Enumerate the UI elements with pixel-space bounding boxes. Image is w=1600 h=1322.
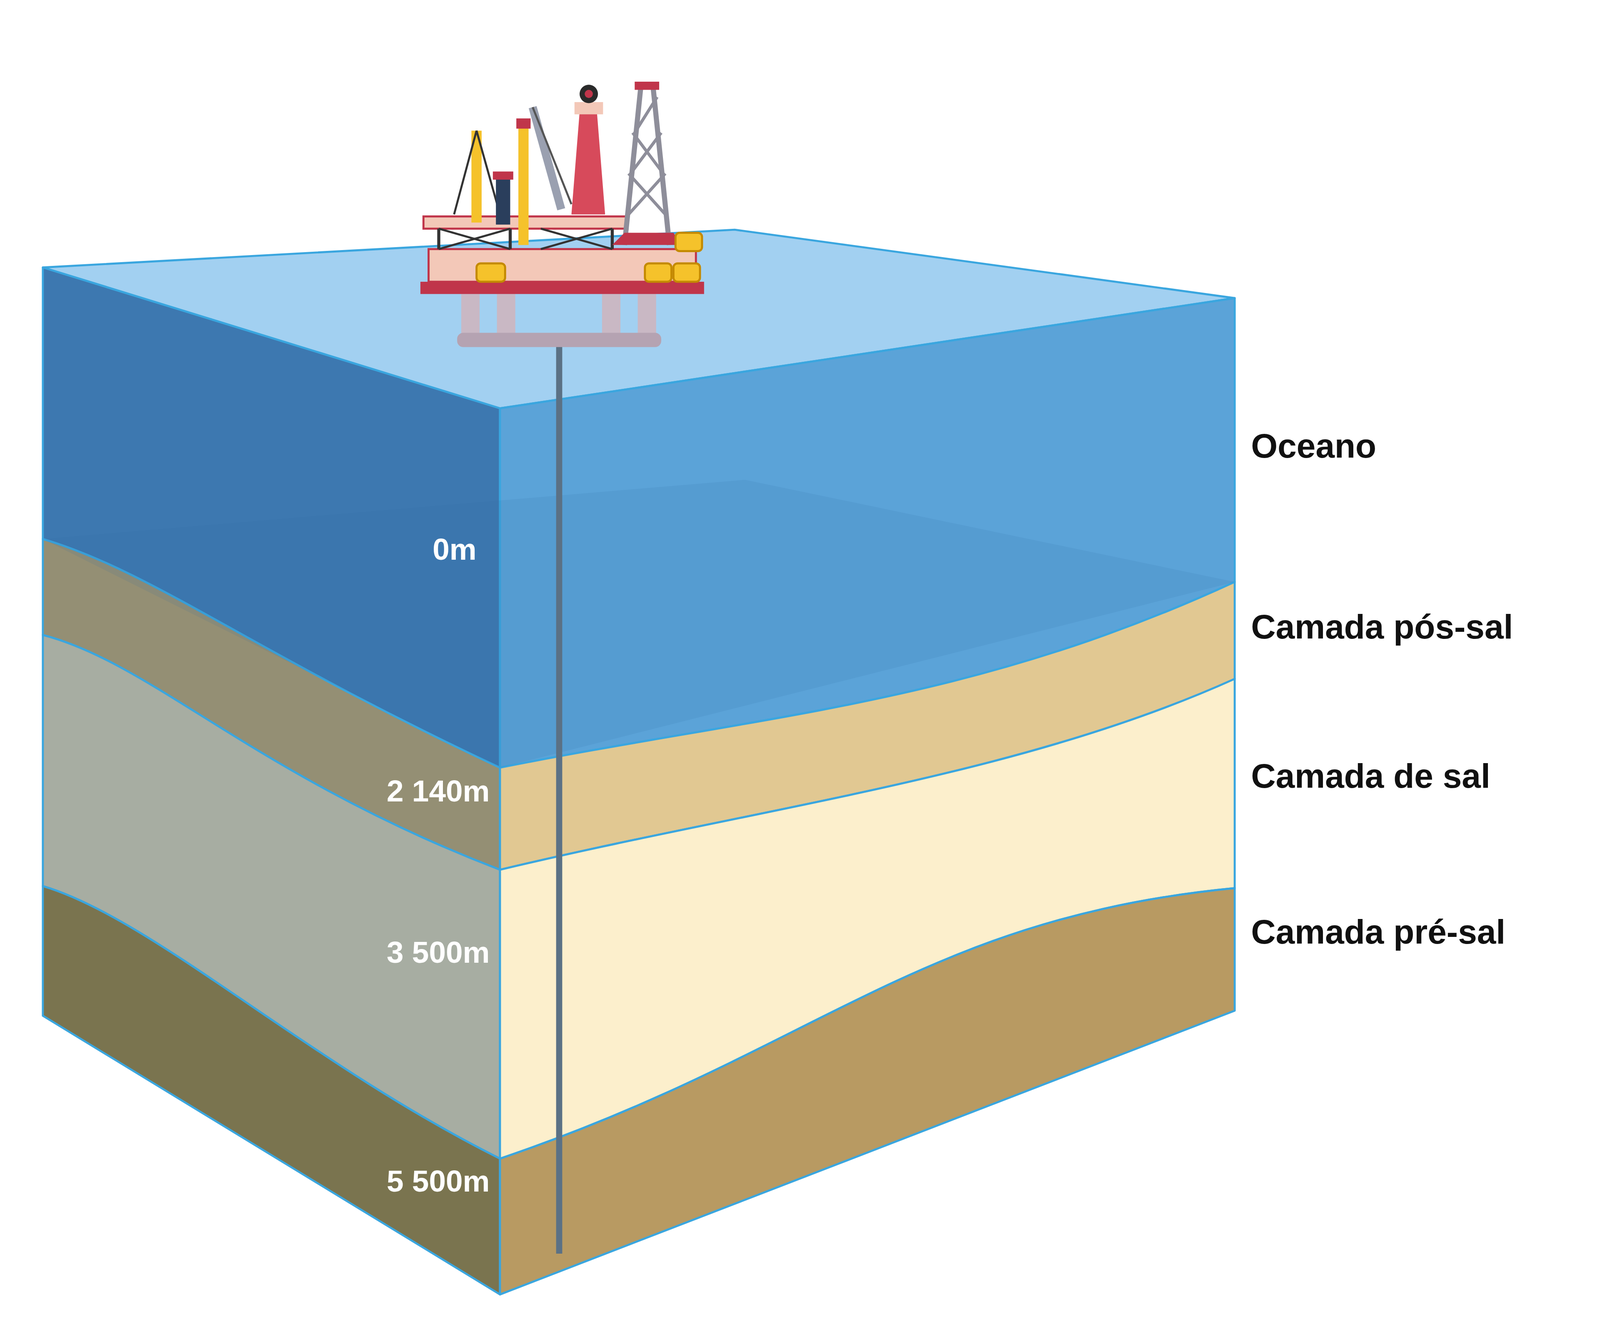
pre-salt-right-face [500, 887, 1235, 1295]
depth-label: 3 500m [386, 935, 490, 969]
layer-name: Camada pré-sal [1250, 912, 1506, 951]
layer-name: Camada pós-sal [1250, 607, 1513, 646]
oil-platform [420, 81, 705, 348]
pre-salt-left-face [42, 885, 500, 1295]
depth-label: 0m [432, 532, 477, 566]
depth-label: 5 500m [386, 1164, 490, 1198]
depth-label: 2 140m [386, 774, 490, 808]
layer-name: Oceano [1250, 427, 1377, 465]
drill-pipe [556, 336, 563, 1254]
seafloor-plane [42, 479, 1235, 768]
layer-name: Camada de sal [1250, 756, 1490, 795]
